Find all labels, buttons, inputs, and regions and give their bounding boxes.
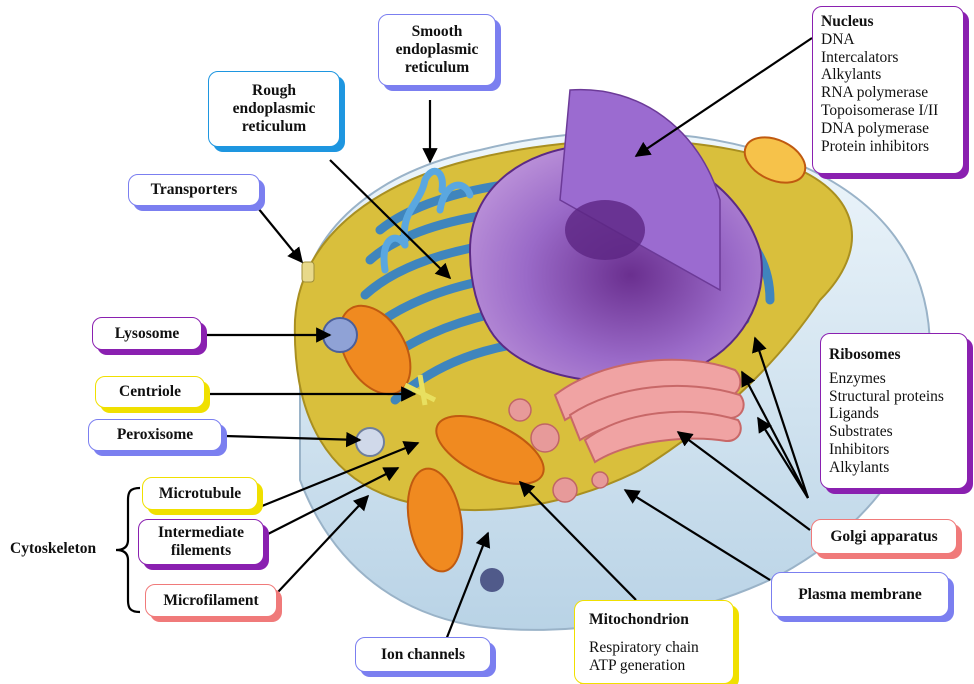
- peroxisome-label: Peroxisome: [88, 419, 222, 451]
- ribosomes-item: Enzymes: [829, 370, 967, 388]
- nucleus-title: Nucleus: [821, 13, 963, 31]
- arrow-transporters: [258, 208, 302, 262]
- peroxisome-shape: [356, 428, 384, 456]
- nucleus-item: RNA polymerase: [821, 84, 963, 102]
- ribosomes-item: Ligands: [829, 405, 967, 423]
- mitochondrion-item: Respiratory chain: [589, 639, 733, 657]
- ion-channel-shape: [480, 568, 504, 592]
- ribosomes-title: Ribosomes: [829, 346, 967, 364]
- mitochondrion-item: ATP generation: [589, 657, 733, 675]
- ribosomes-item: Inhibitors: [829, 441, 967, 459]
- ion-channels-label: Ion channels: [355, 637, 491, 672]
- nucleus-item: Topoisomerase I/II: [821, 102, 963, 120]
- ribosomes-item: Substrates: [829, 423, 967, 441]
- cytoskeleton-label: Cytoskeleton: [10, 540, 96, 558]
- transporters-label: Transporters: [128, 174, 260, 206]
- ribosomes-item: Structural proteins: [829, 388, 967, 406]
- nucleus-label: Nucleus DNA Intercalators Alkylants RNA …: [812, 6, 964, 174]
- rough-er-label: Rough endoplasmic reticulum: [208, 71, 340, 147]
- microfilament-label: Microfilament: [145, 584, 277, 617]
- plasma-membrane-label: Plasma membrane: [771, 572, 949, 617]
- lysosome-label: Lysosome: [92, 317, 202, 350]
- ribosomes-item: Alkylants: [829, 459, 967, 477]
- golgi-apparatus-label: Golgi apparatus: [811, 519, 957, 554]
- nucleus-item: DNA polymerase: [821, 120, 963, 138]
- mitochondrion-title: Mitochondrion: [589, 611, 733, 629]
- mitochondrion-label: Mitochondrion Respiratory chain ATP gene…: [574, 600, 734, 684]
- cytoskeleton-brace: [116, 488, 140, 612]
- transporter-shape: [302, 262, 314, 282]
- smooth-er-label: Smooth endoplasmic reticulum: [378, 14, 496, 86]
- nucleolus-shape: [565, 200, 645, 260]
- ribosomes-label: Ribosomes Enzymes Structural proteins Li…: [820, 333, 968, 489]
- nucleus-item: DNA: [821, 31, 963, 49]
- centriole-label: Centriole: [95, 376, 205, 408]
- microtubule-label: Microtubule: [142, 477, 258, 510]
- nucleus-item: Protein inhibitors: [821, 138, 963, 156]
- arrow-nucleus: [636, 38, 812, 156]
- nucleus-item: Alkylants: [821, 66, 963, 84]
- nucleus-item: Intercalators: [821, 49, 963, 67]
- intermediate-filaments-label: Intermediate filements: [138, 519, 264, 565]
